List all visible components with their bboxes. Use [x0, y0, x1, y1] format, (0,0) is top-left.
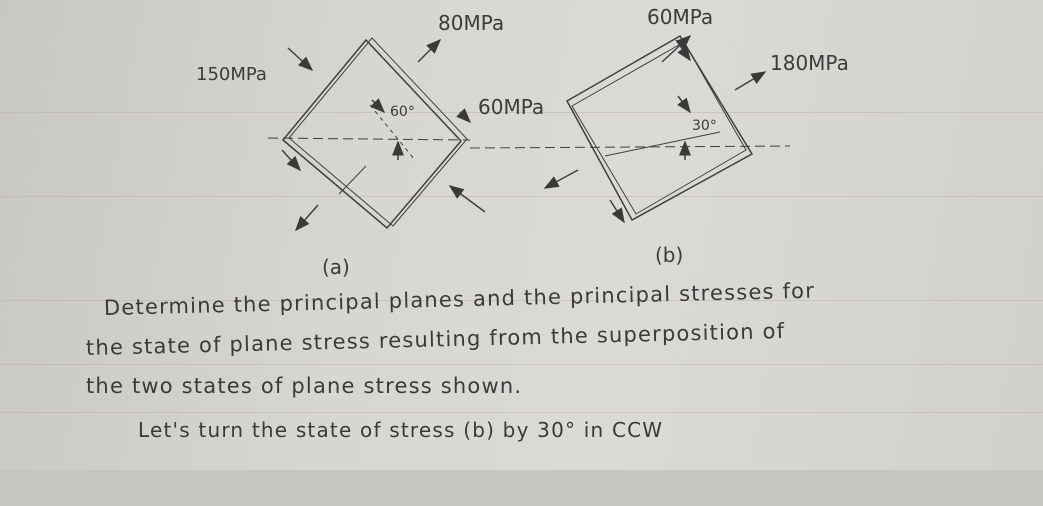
reference-axis-b: [469, 145, 791, 149]
angle-arrow: [677, 95, 691, 114]
arrow-150mpa-left: [287, 47, 314, 72]
ruled-line: [0, 412, 1043, 413]
ruled-line: [0, 300, 1043, 301]
figure-a: [267, 37, 486, 232]
reference-axis-a: [267, 137, 471, 141]
shear-arrow: [281, 149, 302, 172]
shear-arrow: [675, 39, 691, 62]
label-60mpa-top-b: 60MPa: [647, 5, 713, 29]
label-60-degree-a: 60°: [390, 104, 415, 120]
arrow-bottom-right-a: [448, 185, 486, 213]
ruled-line: [0, 196, 1043, 197]
ruled-line: [0, 364, 1043, 365]
label-80mpa: 80MPa: [438, 11, 504, 35]
label-180mpa: 180MPa: [770, 51, 849, 75]
arrow-left-b: [543, 169, 579, 189]
ruled-line: [0, 112, 1043, 113]
caption-b: (b): [655, 243, 683, 267]
caption-a: (a): [322, 255, 350, 279]
problem-line-3: the two states of plane stress shown.: [86, 374, 523, 398]
stress-element-a: [281, 38, 463, 230]
label-30-degree-b: 30°: [692, 118, 717, 134]
arrow-60mpa-top: [661, 34, 692, 63]
figure-b: [469, 34, 791, 224]
note-line: Let's turn the state of stress (b) by 30…: [138, 418, 664, 442]
label-60mpa-shear: 60MPa: [478, 95, 544, 119]
stress-element-b: [565, 34, 754, 222]
page-bottom-shadow: [0, 470, 1043, 506]
arrow-80mpa: [417, 38, 442, 63]
shear-arrow: [609, 199, 625, 224]
angle-arrow: [370, 98, 386, 114]
arrow-180mpa: [734, 71, 767, 91]
shear-arrow: [456, 108, 472, 124]
label-150mpa: 150MPa: [196, 64, 267, 85]
arrow-bottom-left-a: [295, 204, 319, 232]
